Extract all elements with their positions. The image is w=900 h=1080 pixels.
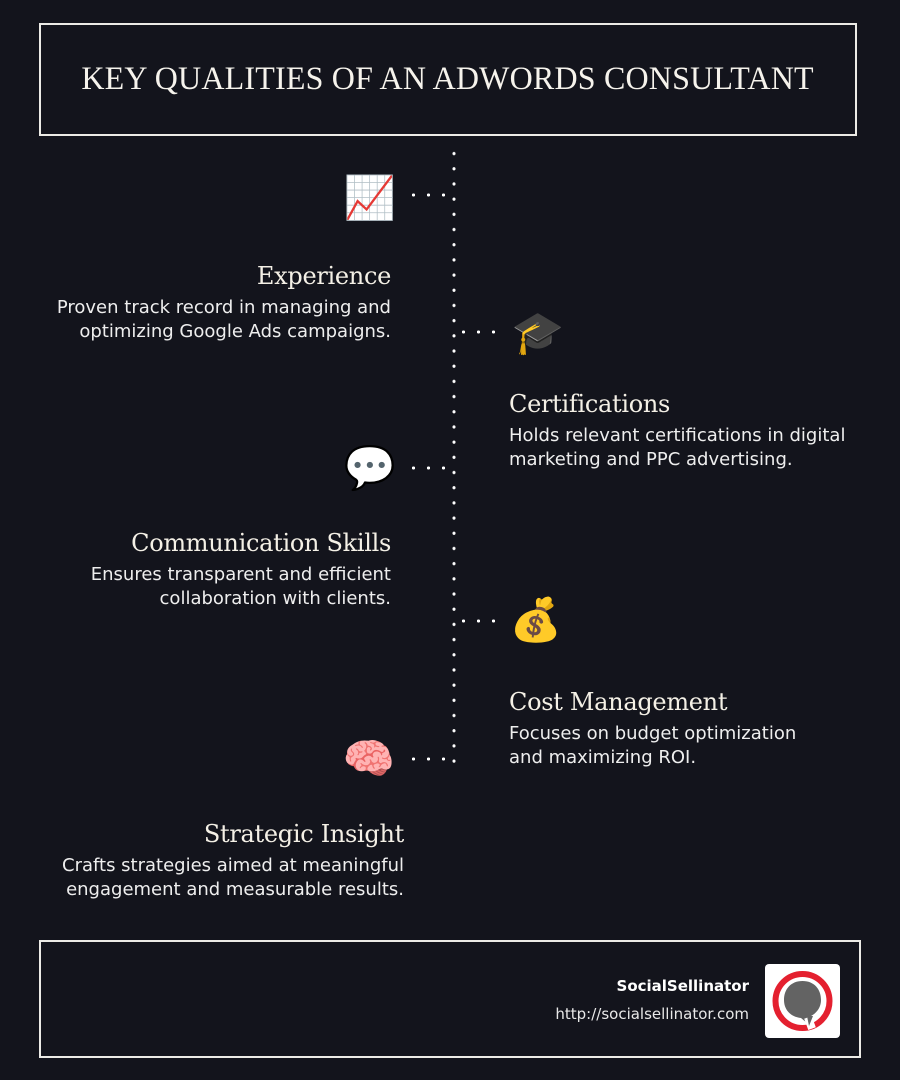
quality-communication-skills: Communication Skills Ensures transparent… — [11, 529, 392, 610]
quality-heading: Certifications — [509, 390, 671, 418]
brand-name: SocialSellinator — [616, 977, 749, 995]
page-title: KEY QUALITIES OF AN ADWORDS CONSULTANT — [81, 61, 815, 97]
quality-description: Holds relevant certifications in digital… — [509, 425, 846, 470]
brand-url-link[interactable]: http://socialsellinator.com — [555, 1005, 749, 1023]
money-bag-icon: 💰 — [509, 595, 563, 644]
connector-experience — [406, 193, 452, 197]
quality-heading: Cost Management — [509, 688, 728, 716]
connector-certifications — [456, 330, 504, 334]
title-banner: KEY QUALITIES OF AN ADWORDS CONSULTANT — [39, 23, 857, 136]
socialsellinator-logo-icon — [765, 964, 840, 1038]
quality-certifications: Certifications Holds relevant certificat… — [509, 390, 869, 471]
brain-icon: 🧠 — [342, 734, 396, 783]
connector-communication — [406, 466, 452, 470]
quality-heading: Experience — [256, 262, 391, 290]
speech-bubble-icon: 💬 — [343, 443, 397, 492]
quality-heading: Communication Skills — [131, 529, 391, 557]
quality-experience: Experience Proven track record in managi… — [11, 262, 391, 343]
graduation-cap-icon: 🎓 — [511, 308, 565, 357]
footer: SocialSellinator http://socialsellinator… — [39, 940, 861, 1058]
connector-cost-management — [456, 619, 504, 623]
timeline-vertical-dotted-line — [452, 146, 456, 766]
quality-cost-management: Cost Management Focuses on budget optimi… — [509, 688, 869, 769]
quality-heading: Strategic Insight — [203, 820, 404, 848]
quality-strategic-insight: Strategic Insight Crafts strategies aime… — [4, 820, 404, 901]
chart-increasing-icon: 📈 — [343, 173, 397, 222]
connector-strategic-insight — [406, 757, 452, 761]
